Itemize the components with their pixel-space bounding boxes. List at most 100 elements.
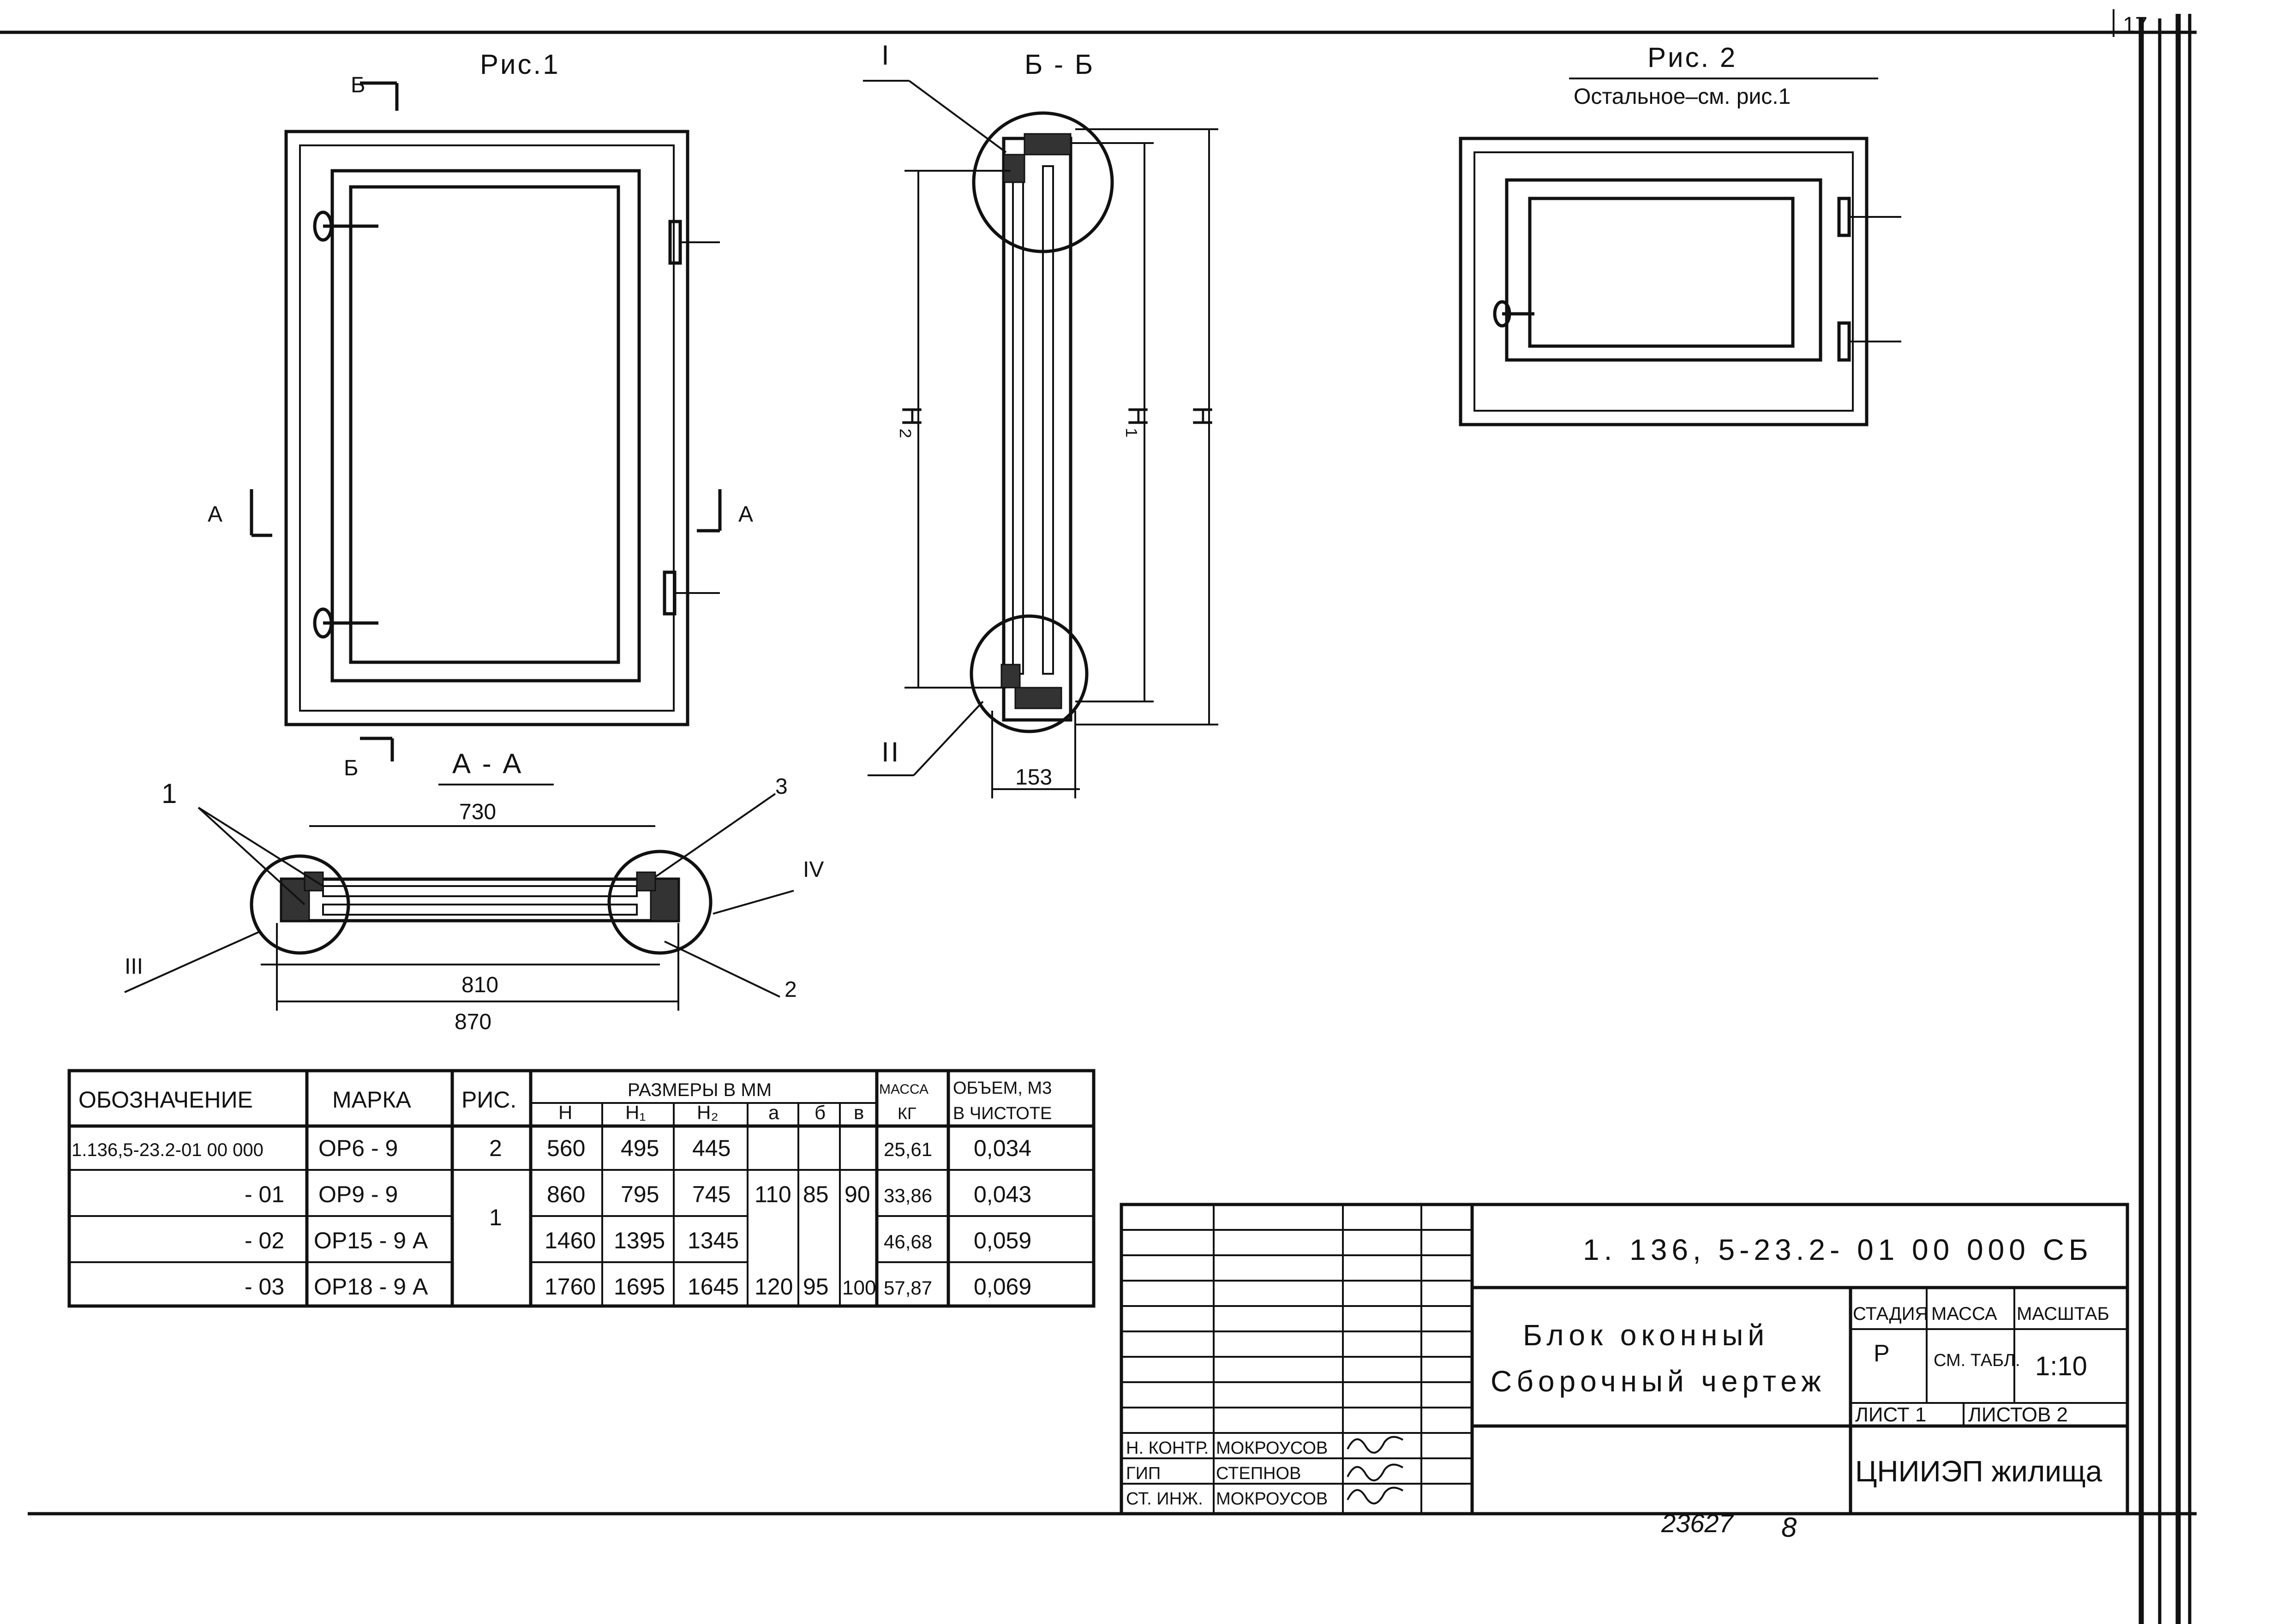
- header-mass-unit: КГ: [898, 1104, 916, 1123]
- row1-fig: 1: [489, 1205, 502, 1230]
- row1-volume: 0,043: [974, 1181, 1031, 1207]
- section-mark-a-right: А: [738, 502, 753, 527]
- section-bb: Б - Б I H₂ H₁ H 153 II: [863, 40, 1218, 798]
- callout-2: 2: [785, 977, 797, 1002]
- signature-role: Н. КОНТР.: [1126, 1438, 1209, 1458]
- stage-value: Р: [1874, 1340, 1890, 1367]
- header-mass: МАССА: [879, 1082, 928, 1097]
- callout-3: 3: [775, 774, 788, 799]
- signature-role: ГИП: [1126, 1464, 1161, 1483]
- fig2-note: Остальное–см. рис.1: [1574, 84, 1791, 109]
- fig2-front-view: Рис. 2 Остальное–см. рис.1: [1459, 42, 1901, 426]
- archive-number: 23627: [1661, 1509, 1734, 1538]
- sheets-label: ЛИСТОВ 2: [1968, 1403, 2068, 1426]
- fig1-label: Рис.1: [480, 49, 560, 80]
- spec-table: ОБОЗНАЧЕНИЕ МАРКА РИС. РАЗМЕРЫ В ММ H H₁…: [67, 1069, 1096, 1308]
- doc-name-line1: Блок оконный: [1523, 1318, 1769, 1352]
- roman-3: III: [125, 954, 143, 979]
- roman-4: IV: [803, 857, 824, 882]
- section-bb-title: Б - Б: [1024, 49, 1095, 80]
- row1-h2: 745: [692, 1181, 731, 1207]
- section-aa: А - А 730 810 870 1 3 IV III 2: [124, 748, 824, 1034]
- handwritten-signature: [1347, 1463, 1404, 1481]
- org-name: ЦНИИЭП жилища: [1855, 1455, 2102, 1488]
- row3-mass: 57,87: [884, 1277, 932, 1299]
- mass-label: МАССА: [1931, 1304, 1997, 1324]
- dim-810: 810: [461, 973, 498, 997]
- header-h: H: [558, 1102, 572, 1123]
- dim-h2: H₂: [896, 406, 927, 441]
- row3-a: 120: [755, 1274, 793, 1300]
- header-b: б: [815, 1102, 826, 1123]
- row0-mark: ОР6 - 9: [318, 1135, 398, 1161]
- sheet-frame: 17: [0, 9, 2197, 1624]
- handle-icon: [1493, 300, 1534, 328]
- header-mark: МАРКА: [332, 1087, 411, 1113]
- header-designation: ОБОЗНАЧЕНИЕ: [78, 1087, 253, 1113]
- fig2-label: Рис. 2: [1647, 42, 1737, 73]
- scale-value: 1:10: [2035, 1351, 2087, 1381]
- hinge-icon: [668, 220, 720, 265]
- mass-value: СМ. ТАБЛ.: [1934, 1351, 2020, 1370]
- sheet-number: 17: [2123, 13, 2147, 37]
- roman-1: I: [881, 40, 891, 71]
- row0-designation: 1.136,5-23.2-01 00 000: [72, 1140, 264, 1160]
- row1-b: 85: [803, 1181, 829, 1207]
- section-mark-b-top: Б: [351, 73, 365, 97]
- doc-code: 1. 136, 5-23.2- 01 00 000 СБ: [1583, 1233, 2093, 1266]
- header-fig: РИС.: [461, 1087, 516, 1113]
- row0-h1: 495: [621, 1135, 659, 1161]
- signature-name: МОКРОУСОВ: [1216, 1489, 1328, 1509]
- handwritten-signature: [1347, 1436, 1404, 1454]
- dim-h1: H₁: [1122, 406, 1153, 439]
- header-h1: H₁: [625, 1102, 646, 1123]
- hinge-icon: [1837, 197, 1901, 237]
- row1-h1: 795: [621, 1181, 659, 1207]
- roman-2: II: [881, 737, 900, 767]
- signature-name: МОКРОУСОВ: [1216, 1438, 1328, 1458]
- header-volume-sub: В ЧИСТОТЕ: [953, 1104, 1052, 1123]
- row1-designation: - 01: [245, 1181, 284, 1207]
- hinge-icon: [1837, 321, 1901, 362]
- header-h2: H₂: [697, 1102, 719, 1123]
- header-v: в: [854, 1102, 864, 1123]
- row1-mark: ОР9 - 9: [318, 1181, 398, 1207]
- row3-h: 1760: [545, 1274, 596, 1300]
- row2-mass: 46,68: [884, 1231, 932, 1252]
- header-sizes: РАЗМЕРЫ В ММ: [628, 1080, 772, 1100]
- signature-role: СТ. ИНЖ.: [1126, 1489, 1203, 1509]
- callout-1: 1: [162, 778, 179, 809]
- row1-h: 860: [547, 1181, 585, 1207]
- archive-sheet: 8: [1781, 1512, 1797, 1543]
- dim-730: 730: [459, 800, 496, 824]
- row3-v: 100: [842, 1276, 876, 1299]
- row3-designation: - 03: [245, 1274, 284, 1300]
- row3-mark: ОР18 - 9 А: [314, 1274, 428, 1300]
- section-mark-a-left: А: [208, 502, 222, 527]
- fig1-front-view: Рис.1 Б Б А: [208, 49, 753, 780]
- row2-designation: - 02: [245, 1228, 284, 1253]
- dim-870: 870: [455, 1010, 491, 1034]
- header-volume: ОБЪЕМ, М3: [953, 1079, 1052, 1098]
- section-mark-b-bottom: Б: [344, 756, 359, 780]
- hinge-icon: [663, 570, 720, 616]
- row1-mass: 33,86: [884, 1185, 932, 1206]
- row0-h: 560: [547, 1135, 585, 1161]
- row2-volume: 0,059: [974, 1228, 1031, 1253]
- scale-label: МАСШТАБ: [2017, 1304, 2109, 1324]
- row3-h1: 1695: [614, 1274, 665, 1300]
- row0-mass: 25,61: [884, 1139, 932, 1160]
- handwritten-signature: [1347, 1486, 1404, 1504]
- row0-fig: 2: [489, 1135, 502, 1161]
- dim-153: 153: [1015, 765, 1052, 790]
- title-block: 1. 136, 5-23.2- 01 00 000 СБ Блок оконны…: [1120, 1203, 2129, 1516]
- row3-volume: 0,069: [974, 1274, 1031, 1300]
- row2-h: 1460: [545, 1228, 596, 1253]
- row2-h1: 1395: [614, 1228, 665, 1253]
- section-aa-title: А - А: [452, 748, 523, 779]
- stage-label: СТАДИЯ: [1853, 1304, 1928, 1324]
- sheet-label: ЛИСТ 1: [1855, 1403, 1926, 1426]
- handle-icon: [313, 607, 378, 639]
- row2-mark: ОР15 - 9 А: [314, 1228, 428, 1253]
